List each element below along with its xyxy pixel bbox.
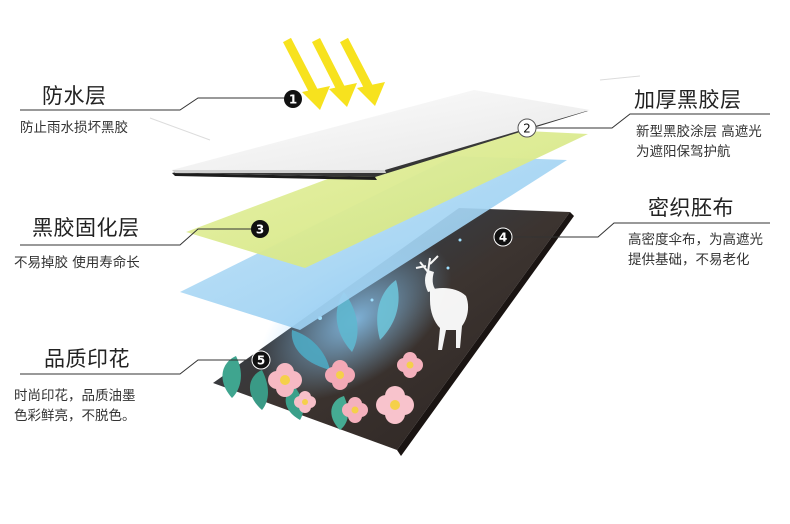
layer-4-desc-line-1: 高密度伞布，为高遮光 [628,232,763,248]
badge-4-number: 4 [499,231,507,245]
badge-1-number: 1 [289,93,297,107]
layer-2-title: 加厚黑胶层 [634,88,742,112]
layer-5-desc-line-1: 时尚印花，品质油墨 [14,388,136,404]
leader-lines [20,97,770,375]
layer-4-desc-line-2: 提供基础，不易老化 [628,252,750,268]
layer-1-title: 防水层 [42,84,107,108]
layer-1-desc-line-1: 防止雨水损坏黑胶 [20,120,128,136]
waterproof-layer [172,90,590,173]
badge-2: 2 [517,118,537,138]
flower-icon [268,352,423,424]
layer-5-title: 品质印花 [44,347,130,371]
fabric-layer [180,156,567,330]
cure-layer [186,128,588,268]
print-layer [213,208,574,456]
badge-5-number: 5 [257,354,265,368]
layer-5-desc-line-2: 色彩鲜亮，不脱色。 [14,408,136,424]
layer-2-desc-line-2: 为遮阳保驾护航 [636,144,731,160]
badge-3: 3 [251,220,269,238]
deer-icon [415,255,469,350]
badge-3-number: 3 [256,223,264,237]
layer-3-title: 黑胶固化层 [32,216,140,240]
badge-2-number: 2 [523,122,531,136]
badge-1: 1 [284,90,302,108]
badge-4: 4 [493,227,513,247]
layer-3-desc-line-1: 不易掉胶 使用寿命长 [14,255,140,271]
badge-5: 5 [251,350,271,370]
sun-ray-arrow-icon [283,37,385,110]
layer-2-desc-line-1: 新型黑胶涂层 高遮光 [636,124,762,140]
layer-4-title: 密织胚布 [648,196,734,220]
